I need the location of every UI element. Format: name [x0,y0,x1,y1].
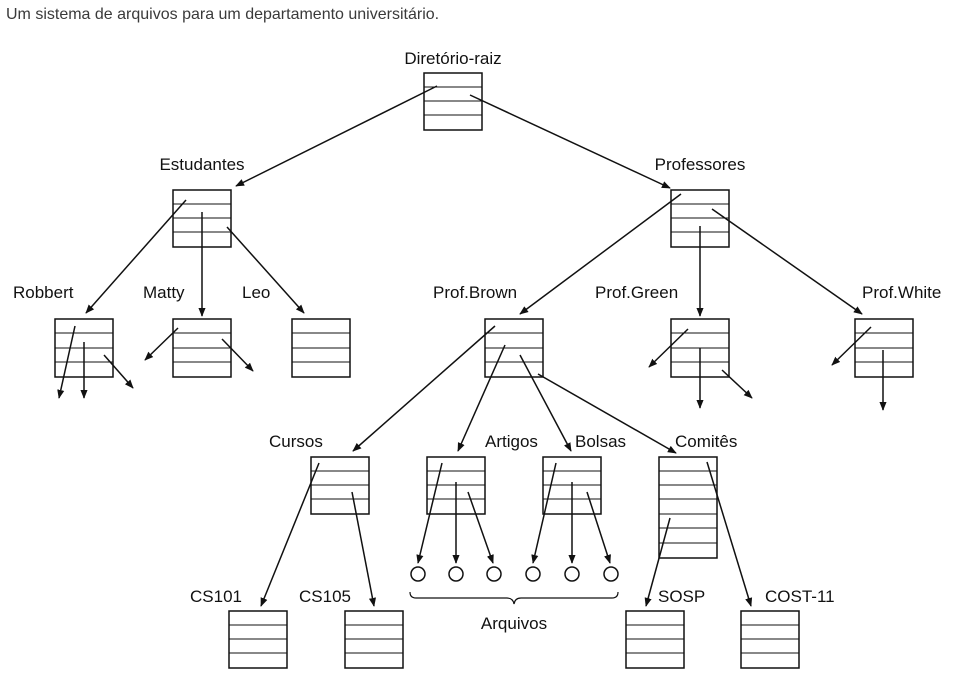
arrow-comites-to-sosp [644,517,671,607]
arrow-prof-green-file-3 [721,369,753,399]
arrow-prof-brown-to-bolsas [519,354,572,452]
label-prof-brown: Prof.Brown [433,283,517,302]
arrow-prof-green-file-1 [648,328,689,368]
arrow-root-to-professores [469,94,671,189]
label-comites: Comitês [675,432,737,451]
label-cs101: CS101 [190,587,242,606]
label-professores: Professores [655,155,746,174]
arrow-cursos-to-cs101 [260,462,320,607]
arrow-professores-to-prof-white [711,208,863,315]
file-node-bolsas-3 [603,566,619,582]
label-estudantes: Estudantes [159,155,244,174]
arrow-prof-brown-to-comites [537,373,677,454]
label-sosp: SOSP [658,587,705,606]
arrow-root-to-estudantes [235,85,438,187]
arrow-prof-brown-to-artigos [457,344,506,452]
file-node-bolsas-1 [525,566,541,582]
dir-box-comites [658,456,718,559]
arrow-comites-to-cost11 [706,461,753,607]
label-prof-white: Prof.White [862,283,941,302]
arrow-artigos-file-3 [467,491,494,564]
label-robbert: Robbert [13,283,74,302]
label-leo: Leo [242,283,270,302]
arrow-artigos-file-1 [416,462,443,564]
arrow-bolsas-file-3 [586,491,611,564]
label-cursos: Cursos [269,432,323,451]
label-matty: Matty [143,283,185,302]
label-artigos: Artigos [485,432,538,451]
label-arquivos: Arquivos [481,614,547,633]
file-nodes [410,566,619,582]
label-cost11: COST-11 [765,587,835,606]
arrow-estudantes-to-robbert [85,199,187,314]
file-node-artigos-3 [486,566,502,582]
arrow-cursos-to-cs105 [351,491,376,607]
file-node-artigos-2 [448,566,464,582]
file-node-bolsas-2 [564,566,580,582]
label-bolsas: Bolsas [575,432,626,451]
label-prof-green: Prof.Green [595,283,678,302]
files-brace [409,591,619,605]
arrow-matty-file-1 [144,327,179,361]
arrow-robbert-file-1 [57,325,76,399]
arrow-matty-file-2 [221,338,254,372]
arrow-bolsas-file-1 [531,462,557,564]
arrow-estudantes-to-leo [226,226,305,314]
arrow-prof-white-file-1 [831,326,872,366]
arrow-professores-to-prof-brown [519,193,682,315]
directory-entry-lines [55,86,913,654]
pointer-arrows [57,85,887,607]
file-node-artigos-1 [410,566,426,582]
figure-caption: Um sistema de arquivos para um departame… [6,6,440,23]
arrow-robbert-file-3 [103,354,134,389]
label-cs105: CS105 [299,587,351,606]
arrow-prof-brown-to-cursos [352,325,496,452]
label-root: Diretório-raiz [404,49,501,68]
